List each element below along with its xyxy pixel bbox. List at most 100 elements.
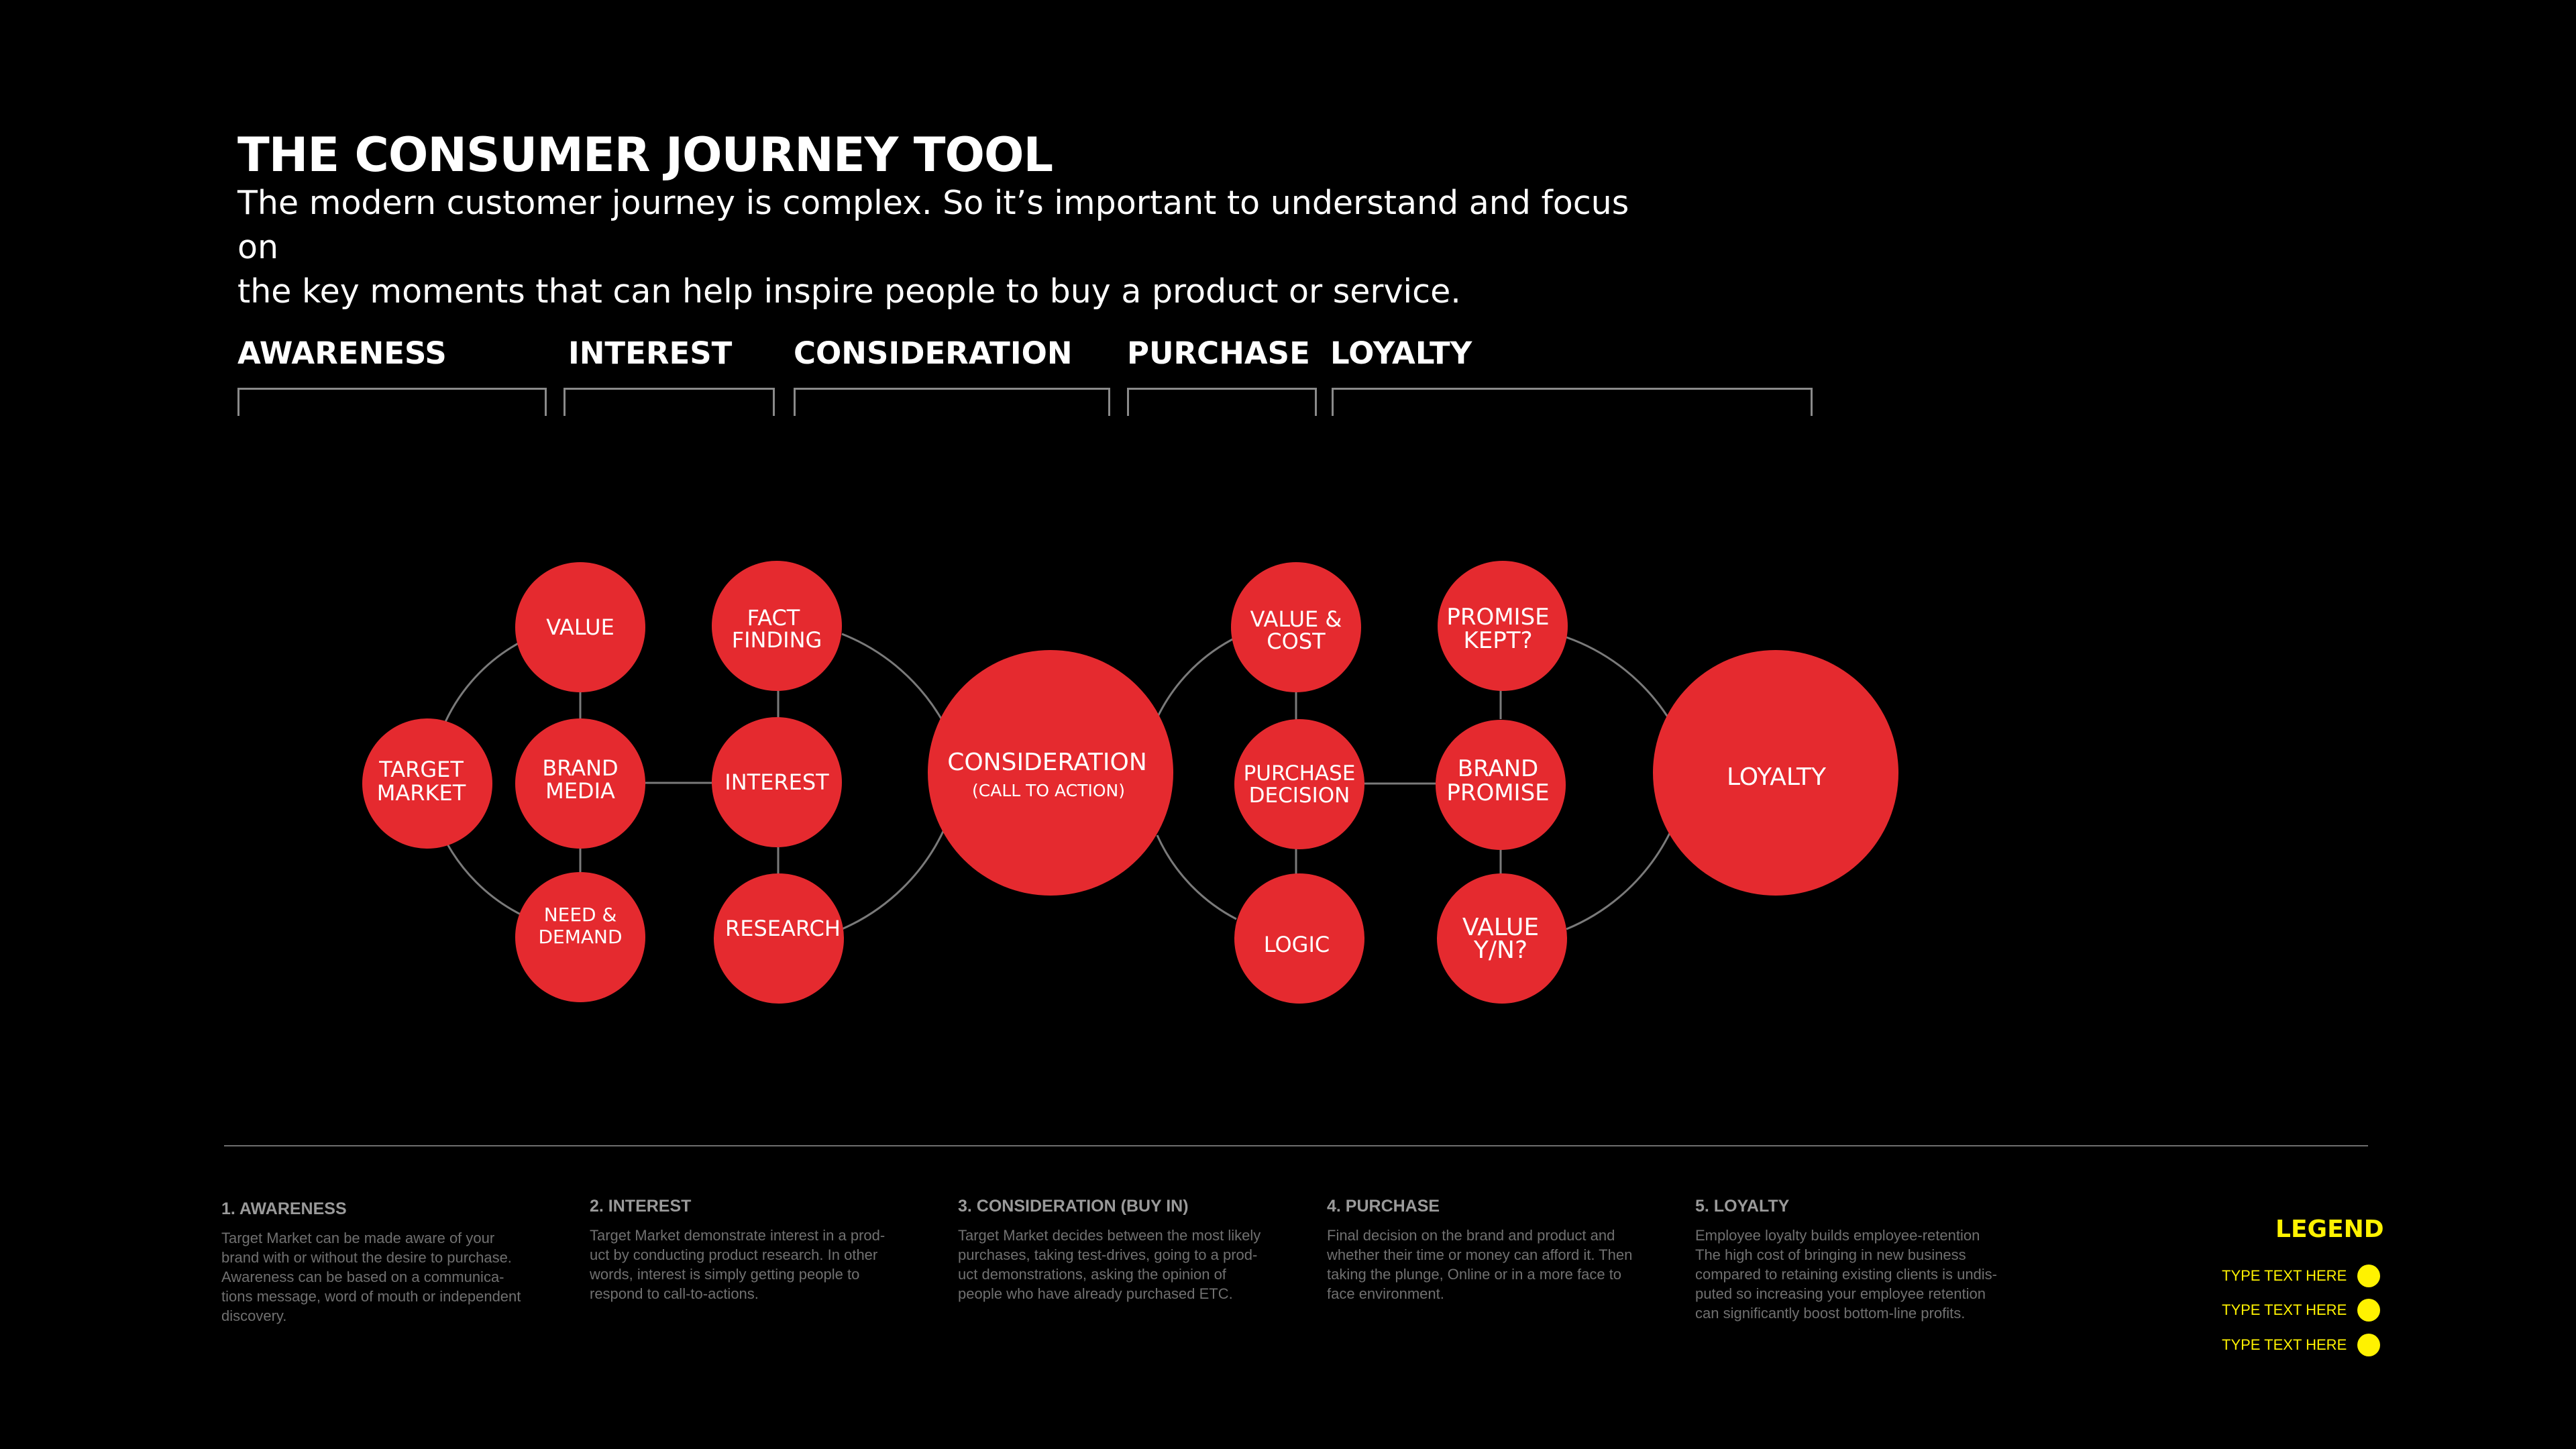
connector-lines [441, 633, 1672, 930]
page-subtitle: The modern customer journey is complex. … [237, 181, 1646, 314]
node-label: COST [1267, 629, 1326, 654]
connector-arc [1156, 636, 1237, 718]
node-research: RESEARCH [714, 873, 844, 1004]
node-label: Y/N? [1473, 936, 1527, 964]
description-line: brand with or without the desire to purc… [221, 1249, 512, 1266]
node-value-cost: VALUE & COST [1231, 562, 1361, 692]
connector-arc [841, 828, 946, 930]
connector-arc [441, 639, 524, 729]
node-interest: INTEREST [712, 717, 842, 847]
node-need-demand: NEED & DEMAND [515, 872, 645, 1002]
description-line: uct demonstrations, asking the opinion o… [958, 1266, 1226, 1283]
legend-item-label: TYPE TEXT HERE [2222, 1267, 2347, 1284]
description-line: tions message, word of mouth or independ… [221, 1288, 521, 1305]
description-line: purchases, taking test-drives, going to … [958, 1246, 1258, 1263]
node-label: LOYALTY [1727, 763, 1827, 791]
node-label: TARGET [378, 757, 464, 782]
description-line: uct by conducting product research. In o… [590, 1246, 878, 1263]
description-line: respond to call-to-actions. [590, 1285, 759, 1302]
description-line: discovery. [221, 1307, 287, 1324]
connector-arc [1566, 831, 1672, 930]
legend-dot-icon [2357, 1265, 2380, 1287]
description-line: face environment. [1327, 1285, 1444, 1302]
node-fact-finding: FACT FINDING [712, 561, 842, 691]
node-label: CONSIDERATION [947, 749, 1147, 776]
node-label: PROMISE [1446, 604, 1549, 631]
description-interest: 2. INTEREST Target Market demonstrate in… [590, 1197, 918, 1303]
description-heading: 5. LOYALTY [1695, 1197, 1790, 1216]
node-target-market: TARGET MARKET [362, 718, 492, 849]
stage-label-loyalty: LOYALTY [1330, 335, 1472, 371]
description-body: Target Market demonstrate interest in a … [590, 1226, 918, 1303]
description-line: Target Market decides between the most l… [958, 1227, 1261, 1244]
stage-bracket-loyalty [1332, 388, 1813, 416]
node-label: INTEREST [724, 769, 829, 795]
description-line: puted so increasing your employee retent… [1695, 1285, 1986, 1302]
description-awareness: 1. AWARENESS Target Market can be made a… [221, 1199, 550, 1326]
connector-arc [841, 633, 946, 725]
stage-bracket-consideration [794, 388, 1110, 416]
legend-item: TYPE TEXT HERE [2222, 1332, 2380, 1359]
node-label: RESEARCH [725, 916, 841, 941]
description-heading: 2. INTEREST [590, 1197, 692, 1216]
stage-label-purchase: PURCHASE [1127, 335, 1310, 371]
legend-item-label: TYPE TEXT HERE [2222, 1301, 2347, 1318]
node-label: BRAND [1458, 755, 1538, 782]
connector-arc [1566, 636, 1672, 722]
node-promise-kept: PROMISE KEPT? [1438, 561, 1568, 691]
legend-item: TYPE TEXT HERE [2222, 1297, 2380, 1324]
description-heading: 3. CONSIDERATION (BUY IN) [958, 1197, 1189, 1216]
node-label: FINDING [732, 627, 822, 653]
description-line: Awareness can be based on a communica- [221, 1269, 504, 1285]
description-body: Target Market can be made aware of your … [221, 1228, 550, 1326]
description-line: can significantly boost bottom-line prof… [1695, 1305, 1966, 1322]
description-line: whether their time or money can afford i… [1327, 1246, 1633, 1263]
node-label: KEPT? [1463, 627, 1532, 654]
stage-label-awareness: AWARENESS [237, 335, 447, 371]
description-body: Final decision on the brand and product … [1327, 1226, 1656, 1303]
node-label: VALUE [546, 614, 614, 640]
node-label: PROMISE [1446, 780, 1549, 806]
node-brand-media: BRAND MEDIA [515, 718, 645, 849]
node-loyalty: LOYALTY [1653, 650, 1898, 896]
connector-arc [1156, 835, 1237, 920]
stage-bracket-awareness [237, 388, 547, 416]
description-heading: 1. AWARENESS [221, 1199, 347, 1218]
description-line: compared to retaining existing clients i… [1695, 1266, 1998, 1283]
node-label: MARKET [377, 780, 466, 806]
node-label: PURCHASE [1244, 761, 1356, 786]
node-label: VALUE [1462, 914, 1539, 941]
node-label: DECISION [1249, 784, 1350, 808]
stage-label-interest: INTEREST [568, 335, 733, 371]
subtitle-line-1: The modern customer journey is complex. … [237, 184, 1629, 266]
legend-dot-icon [2357, 1299, 2380, 1322]
description-line: people who have already purchased ETC. [958, 1285, 1233, 1302]
description-heading: 4. PURCHASE [1327, 1197, 1440, 1216]
description-line: Final decision on the brand and product … [1327, 1227, 1615, 1244]
node-label: LOGIC [1264, 932, 1330, 957]
legend-title: LEGEND [2275, 1216, 2384, 1243]
node-consideration: CONSIDERATION (CALL TO ACTION) [928, 650, 1173, 896]
node-purchase-decision: PURCHASE DECISION [1234, 719, 1364, 849]
description-line: taking the plunge, Online or in a more f… [1327, 1266, 1622, 1283]
stage-bracket-purchase [1127, 388, 1317, 416]
node-label: FACT [747, 605, 800, 631]
subtitle-line-2: the key moments that can help inspire pe… [237, 272, 1461, 311]
page-title: THE CONSUMER JOURNEY TOOL [237, 127, 1053, 182]
node-label: MEDIA [545, 778, 615, 804]
node-label: NEED & [544, 904, 617, 926]
description-purchase: 4. PURCHASE Final decision on the brand … [1327, 1197, 1656, 1303]
legend-dot-icon [2357, 1334, 2380, 1356]
node-label: BRAND [542, 755, 618, 781]
description-body: Target Market decides between the most l… [958, 1226, 1287, 1303]
node-logic: LOGIC [1234, 873, 1364, 1004]
description-line: The high cost of bringing in new busines… [1695, 1246, 1966, 1263]
description-body: Employee loyalty builds employee-retenti… [1695, 1226, 2024, 1323]
node-label: VALUE & [1250, 606, 1342, 632]
node-label: DEMAND [538, 926, 622, 948]
section-divider [224, 1145, 2368, 1146]
description-line: words, interest is simply getting people… [590, 1266, 860, 1283]
connector-arc [441, 835, 524, 917]
description-line: Target Market demonstrate interest in a … [590, 1227, 885, 1244]
